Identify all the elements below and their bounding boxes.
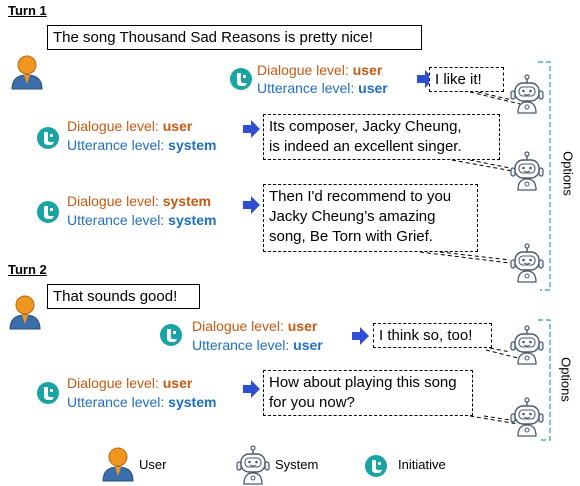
system-response: Its composer, Jacky Cheung, is indeed an… <box>263 114 500 160</box>
user-icon <box>102 447 134 482</box>
initiative-icon <box>37 201 59 223</box>
system-response: How about playing this song for you now? <box>263 370 473 416</box>
initiative-icon <box>160 324 182 346</box>
user-icon <box>11 55 43 90</box>
dialogue-level: Dialogue level: user <box>67 118 193 134</box>
system-response: I like it! <box>429 67 504 92</box>
arrow-icon <box>243 196 260 214</box>
robot-icon <box>510 397 544 437</box>
robot-icon <box>510 151 544 191</box>
dialogue-level: Dialogue level: user <box>257 62 383 78</box>
dialogue-level: Dialogue level: user <box>67 375 193 391</box>
robot-icon <box>510 74 544 114</box>
initiative-icon <box>37 127 59 149</box>
legend-system-label: System <box>275 457 319 472</box>
arrow-icon <box>243 120 260 138</box>
utterance-level: Utterance level: system <box>67 394 217 410</box>
utterance-level: Utterance level: system <box>67 137 217 153</box>
robot-icon <box>510 325 544 365</box>
dialogue-level: Dialogue level: user <box>192 318 318 334</box>
robot-icon <box>510 243 544 283</box>
legend-initiative-label: Initiative <box>398 457 446 472</box>
arrow-icon <box>243 380 260 398</box>
utterance-level: Utterance level: system <box>67 212 217 228</box>
arrow-icon <box>352 327 369 345</box>
connector-lines <box>419 91 521 425</box>
utterance-level: Utterance level: user <box>192 337 323 353</box>
options-label: Options <box>558 357 574 402</box>
dialogue-level: Dialogue level: system <box>67 193 211 209</box>
utterance-level: Utterance level: user <box>257 80 388 96</box>
robot-icon <box>236 445 270 485</box>
user-utterance: The song Thousand Sad Reasons is pretty … <box>47 25 422 50</box>
initiative-icon <box>365 455 387 477</box>
options-label: Options <box>560 151 576 196</box>
legend-user-label: User <box>139 457 167 472</box>
system-response: I think so, too! <box>373 323 492 348</box>
initiative-icon <box>37 382 59 404</box>
system-response: Then I'd recommend to you Jacky Cheung’s… <box>263 184 478 252</box>
initiative-icon <box>230 68 252 90</box>
options-bracket <box>538 319 551 441</box>
turn-title: Turn 1 <box>8 3 47 18</box>
user-icon <box>9 295 41 330</box>
turn-title: Turn 2 <box>8 262 47 277</box>
options-bracket <box>538 61 551 291</box>
user-utterance: That sounds good! <box>47 284 200 309</box>
